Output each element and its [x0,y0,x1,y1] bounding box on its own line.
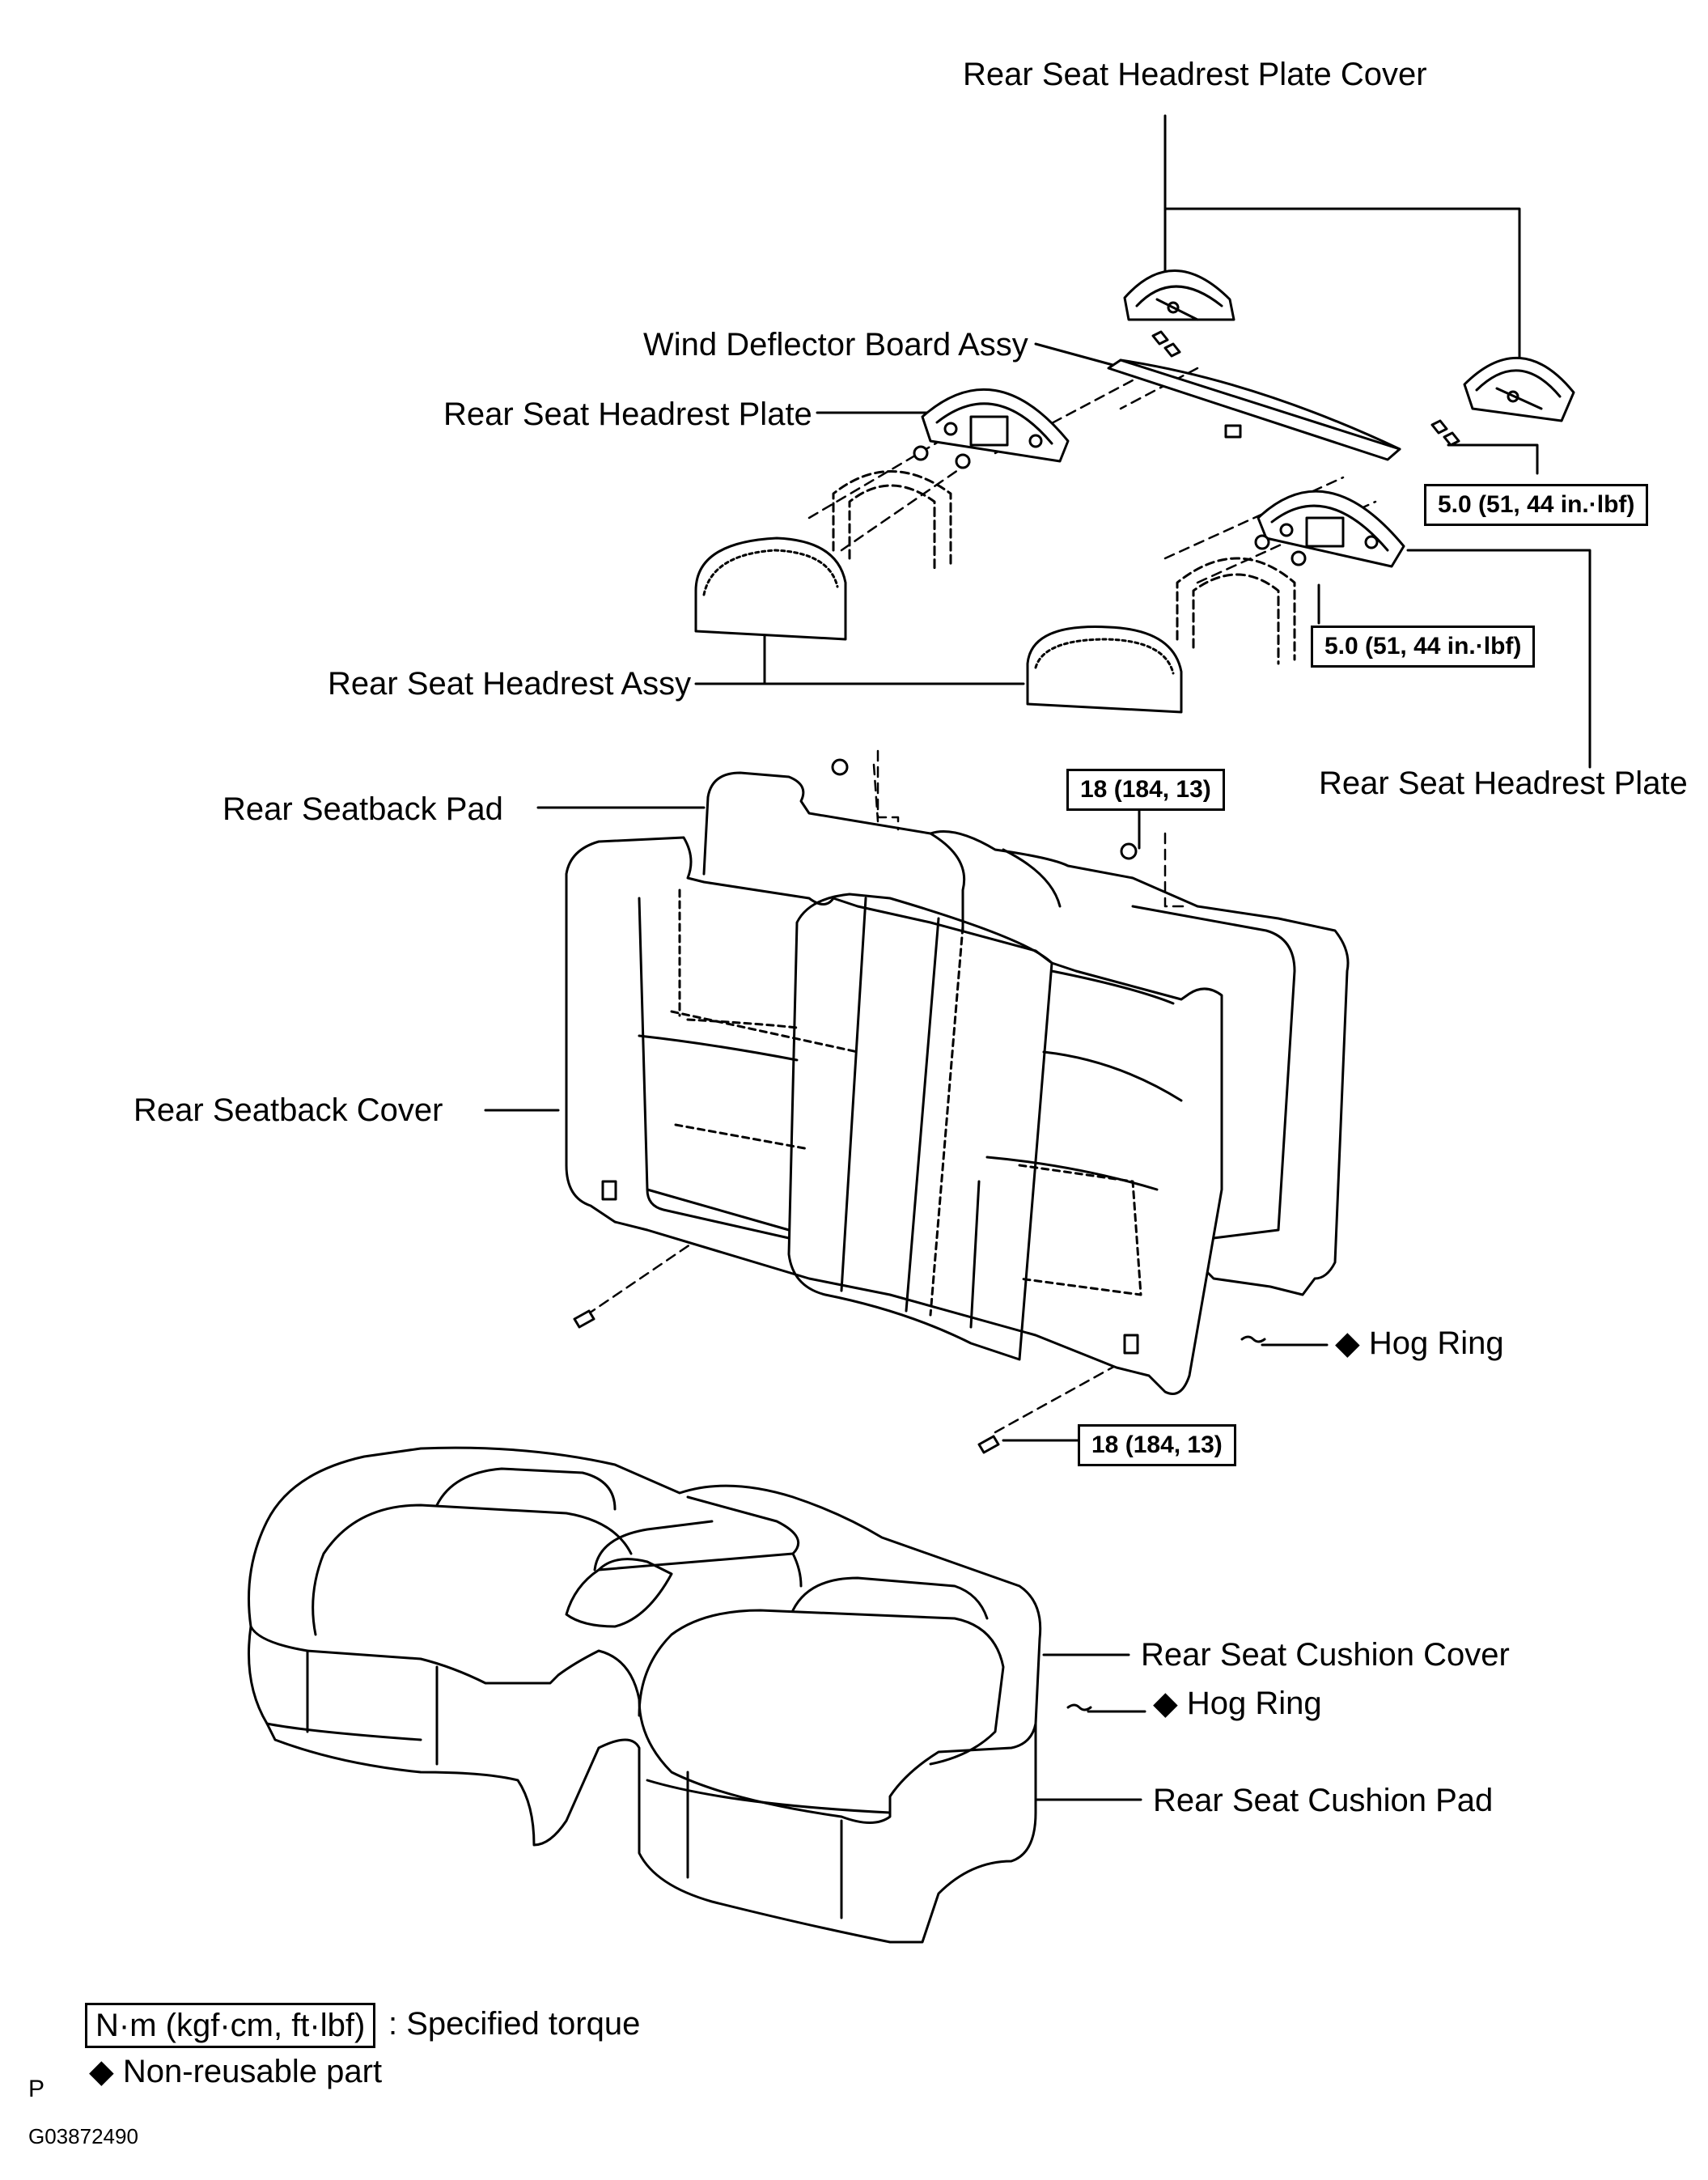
label-hog-ring-upper: ◆ Hog Ring [1335,1327,1504,1359]
headrest-plate-left [921,388,1070,463]
hog-ring-lower-text: Hog Ring [1186,1686,1322,1721]
torque-seatback-bolt: 18 (184, 13) [1078,1424,1236,1466]
legend-non-reusable: ◆ Non-reusable part [89,2055,382,2088]
diamond-icon: ◆ [1153,1686,1178,1721]
hog-ring-lower-shape [1066,1703,1092,1711]
rear-seat-cushion-pad [248,1625,1037,1944]
label-headrest-assy: Rear Seat Headrest Assy [328,666,692,702]
figure-id: G03872490 [28,2124,138,2148]
label-seatback-cover: Rear Seatback Cover [134,1092,443,1128]
headrest-plate-right [1257,490,1405,568]
rear-seat-cushion-cover [248,1446,1042,1824]
headrest-frame-left [832,470,952,572]
label-headrest-plate-left: Rear Seat Headrest Plate [443,397,812,432]
diamond-icon: ◆ [89,2054,114,2089]
clip-bolts [1151,330,1460,447]
wind-deflector-board [1107,358,1401,461]
rear-seatback-cover [565,836,1223,1395]
legend-torque-desc: : Specified torque [388,2006,641,2042]
seatback-bolts [573,1309,1000,1454]
label-seatback-pad: Rear Seatback Pad [223,791,503,827]
label-headrest-plate-right: Rear Seat Headrest Plate [1319,766,1688,801]
label-hog-ring-lower: ◆ Hog Ring [1153,1687,1322,1720]
label-wind-deflector: Wind Deflector Board Assy [643,327,1028,363]
torque-seatback-nut: 18 (184, 13) [1066,769,1225,811]
headrest-frame-right [1176,557,1296,665]
headrest-plate-cover-right [1463,357,1575,422]
torque-plate-cover-bolt: 5.0 (51, 44 in.·lbf) [1424,484,1649,526]
hog-ring-upper-shape [1240,1335,1266,1343]
headrest-plate-cover-left [1123,269,1235,321]
seatback-nuts [831,758,1138,860]
headrest-assy-left [694,537,847,641]
headrest-assy-right [1026,626,1183,714]
legend-torque-unit: N·m (kgf·cm, ft·lbf) [85,2003,376,2048]
diamond-icon: ◆ [1335,1325,1360,1361]
legend-non-reusable-text: Non-reusable part [122,2054,383,2089]
nuts [913,445,1307,566]
label-cushion-cover: Rear Seat Cushion Cover [1141,1637,1510,1673]
label-headrest-plate-cover: Rear Seat Headrest Plate Cover [963,57,1427,92]
hog-ring-upper-text: Hog Ring [1368,1325,1504,1361]
label-cushion-pad: Rear Seat Cushion Pad [1153,1783,1494,1818]
page-letter: P [28,2076,45,2102]
torque-plate-nut: 5.0 (51, 44 in.·lbf) [1311,626,1536,668]
